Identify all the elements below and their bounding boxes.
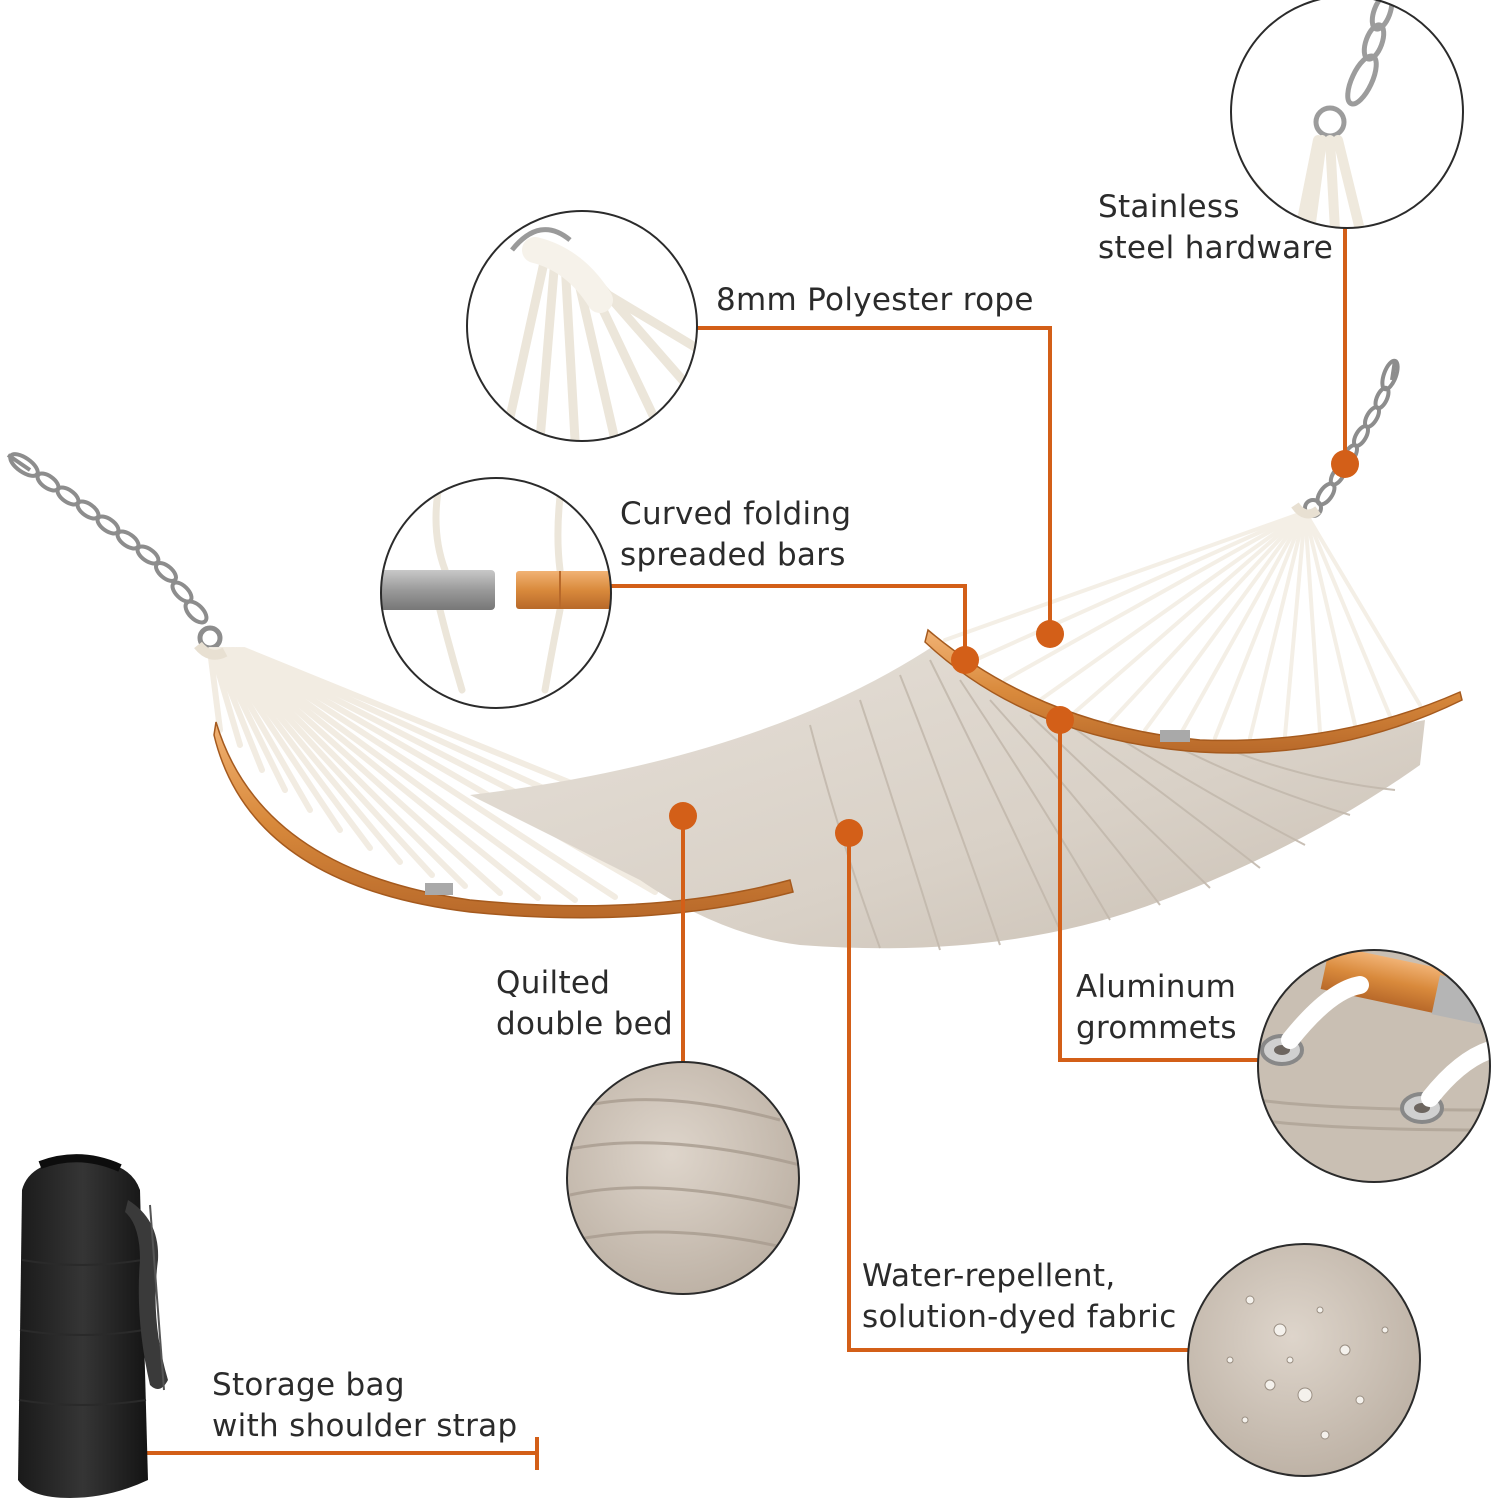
hardware-label-line2: steel hardware: [1098, 230, 1334, 266]
rope-detail: [466, 210, 698, 442]
quilt-stitch-lines: [809, 659, 1396, 951]
rope-label: 8mm Polyester rope: [716, 280, 1034, 321]
fabric-label: Water-repellent, solution-dyed fabric: [862, 1256, 1177, 1338]
fabric-dot: [835, 819, 863, 847]
quilted-bed-detail: [566, 1061, 800, 1295]
bed-dot: [669, 802, 697, 830]
bars-dot: [951, 646, 979, 674]
bed-label: Quilted double bed: [496, 963, 673, 1045]
bag-label: Storage bag with shoulder strap: [212, 1365, 517, 1447]
bars-label: Curved folding spreaded bars: [620, 494, 851, 576]
bars-label-line1: Curved folding: [620, 496, 852, 532]
rope-dot: [1036, 620, 1064, 648]
rope-line: [696, 326, 1052, 634]
left-spreader-bar: [213, 721, 794, 919]
hardware-label: Stainless steel hardware: [1098, 187, 1333, 269]
fabric-label-line1: Water-repellent,: [862, 1258, 1116, 1294]
grommets-label-line1: Aluminum: [1076, 969, 1237, 1005]
bag-label-line1: Storage bag: [212, 1367, 405, 1403]
callout-dots: [108, 450, 1359, 1467]
grommet-detail: [1257, 949, 1491, 1183]
bars-label-line2: spreaded bars: [620, 537, 846, 573]
callout-lines: [122, 222, 1347, 1470]
bed-label-line2: double bed: [496, 1006, 673, 1042]
fabric-label-line2: solution-dyed fabric: [862, 1299, 1177, 1335]
hardware-dot: [1331, 450, 1359, 478]
water-repellent-detail: [1187, 1243, 1421, 1477]
bed-label-line1: Quilted: [496, 965, 611, 1001]
hardware-label-line1: Stainless: [1098, 189, 1240, 225]
bag-label-line2: with shoulder strap: [212, 1408, 518, 1444]
grommets-label: Aluminum grommets: [1076, 967, 1237, 1049]
left-chain: [6, 452, 223, 651]
fabric-line: [847, 833, 1190, 1352]
left-bar-hinge: [425, 883, 453, 895]
grommets-dot: [1046, 706, 1074, 734]
rope-label-line1: 8mm Polyester rope: [716, 282, 1034, 318]
grommets-line: [1058, 720, 1258, 1062]
hammock-illustration: [6, 358, 1463, 951]
folding-bars-detail: [380, 477, 612, 709]
grommets-label-line2: grommets: [1076, 1010, 1237, 1046]
bars-line: [610, 584, 967, 660]
storage-bag-illustration: [18, 1154, 168, 1498]
right-chain: [1303, 358, 1400, 518]
right-bar-hinge: [1160, 730, 1190, 742]
right-ropes: [943, 510, 1422, 740]
